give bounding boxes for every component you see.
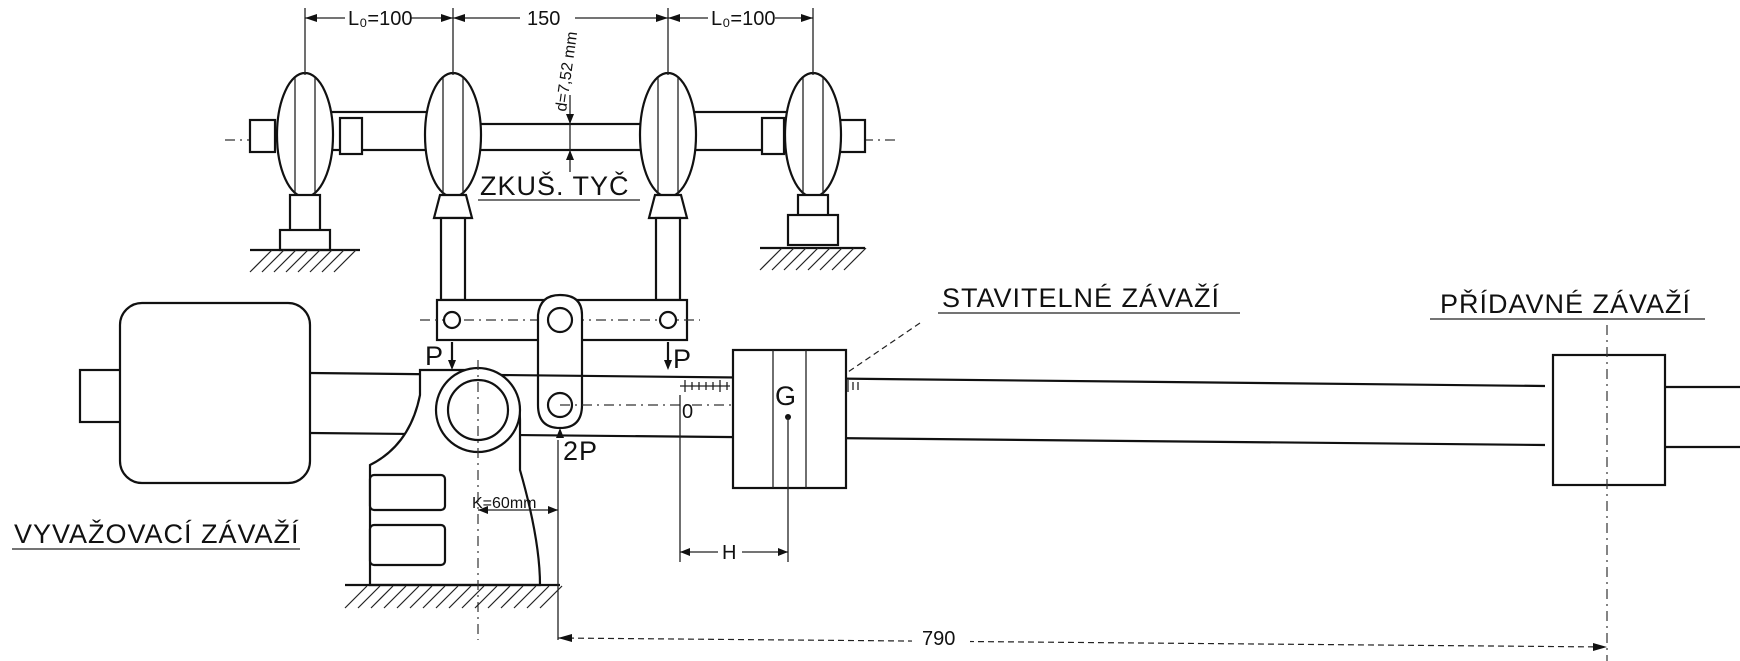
label-test-bar: ZKUŠ. TYČ xyxy=(480,170,630,201)
h-dimension: H xyxy=(679,395,788,564)
bearing-1 xyxy=(250,71,360,252)
marker-g: G xyxy=(775,381,797,411)
bearing-2 xyxy=(423,71,483,302)
ground-hatch-top xyxy=(249,247,867,273)
marker-p-right: P xyxy=(673,344,692,374)
bearing-4 xyxy=(760,71,865,250)
bearing-3 xyxy=(638,71,698,302)
dim-k: K=60mm xyxy=(472,495,536,512)
ground-hatch-bottom xyxy=(344,585,563,609)
label-adjustable-weight: STAVITELNÉ ZÁVAŽÍ xyxy=(942,282,1220,313)
balancing-weight xyxy=(118,301,312,485)
dim-diameter: d=7,52 mm xyxy=(553,30,581,112)
dim-middle: 150 xyxy=(527,8,560,30)
label-additional-weight: PŘÍDAVNÉ ZÁVAŽÍ xyxy=(1440,288,1691,319)
length-dimension: 790 xyxy=(557,622,1608,651)
test-bar xyxy=(468,122,652,152)
main-lever: K=60mm 0 G xyxy=(78,301,1740,661)
label-balancing-weight: VYVAŽOVACÍ ZÁVAŽÍ xyxy=(14,518,300,549)
marker-p-left: P xyxy=(425,341,444,371)
dim-lo-left: L₀=100 xyxy=(348,8,412,30)
specimen-assembly: L₀=100 150 L₀=100 d=7,52 mm ZKUŠ. TYČ xyxy=(225,8,900,302)
load-beam: P P 2P xyxy=(420,293,700,466)
marker-zero: 0 xyxy=(682,401,693,423)
adjustable-weight: G xyxy=(731,348,848,562)
k-dimension: K=60mm xyxy=(472,440,559,640)
dim-lo-right: L₀=100 xyxy=(711,8,775,30)
additional-weight xyxy=(1551,325,1667,661)
scale: 0 xyxy=(680,380,859,423)
top-dimensions: L₀=100 150 L₀=100 xyxy=(304,8,814,75)
marker-2p: 2P xyxy=(563,436,598,466)
callouts: STAVITELNÉ ZÁVAŽÍ PŘÍDAVNÉ ZÁVAŽÍ VYVAŽO… xyxy=(12,282,1705,550)
dim-h: H xyxy=(722,542,736,564)
dim-lever-length: 790 xyxy=(922,628,955,650)
